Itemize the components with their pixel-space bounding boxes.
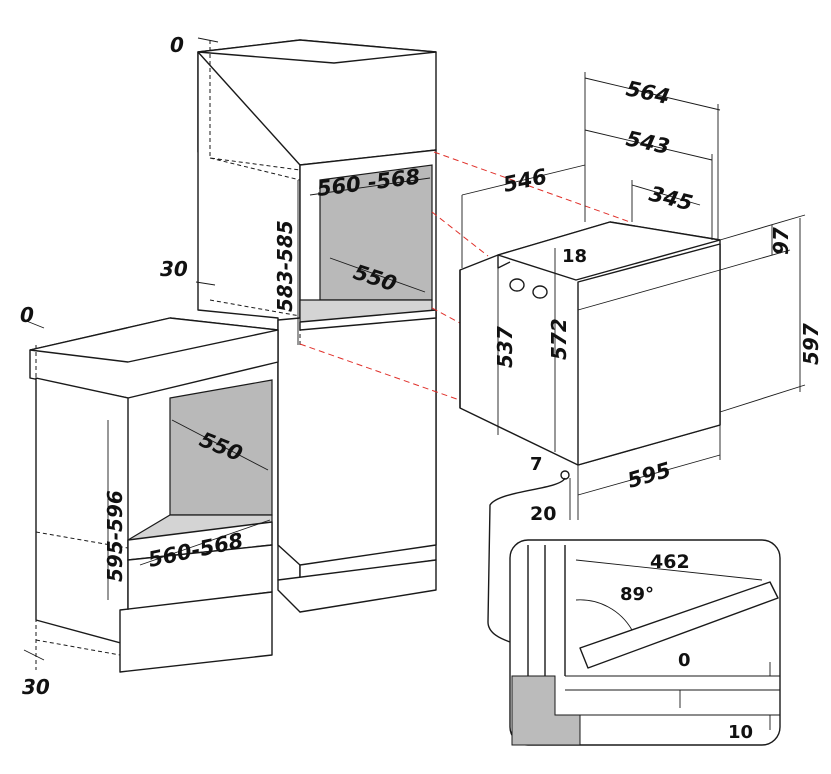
oven-knob-left (509, 278, 525, 292)
tall-column-cabinet (197, 39, 437, 613)
label-oven-543: 543 (624, 126, 672, 159)
label-niche-height: 583-585 (273, 220, 297, 312)
label-under-side-gap: 30 (22, 675, 50, 699)
label-oven-18: 18 (562, 246, 587, 267)
label-oven-597: 597 (799, 323, 823, 365)
label-oven-7: 7 (530, 454, 543, 475)
label-oven-345: 345 (647, 182, 695, 216)
door-detail (487, 477, 781, 746)
under-counter-cabinet (29, 317, 279, 673)
oven-knob-right (532, 285, 548, 299)
label-door-10: 10 (728, 722, 753, 743)
open-door-panel (579, 581, 779, 669)
label-oven-572: 572 (547, 318, 571, 360)
label-under-height: 595-596 (103, 490, 127, 582)
oven-unit (459, 221, 721, 480)
label-oven-537: 537 (493, 326, 517, 368)
label-oven-595: 595 (625, 458, 674, 493)
label-door-angle: 89° (620, 584, 654, 605)
label-oven-564: 564 (624, 76, 672, 109)
label-door-462: 462 (650, 551, 690, 573)
label-door-0: 0 (678, 650, 691, 671)
label-oven-97: 97 (769, 227, 793, 255)
label-oven-20: 20 (530, 503, 556, 525)
label-top-col-offset: 0 (170, 33, 184, 57)
label-col-side-gap: 30 (160, 257, 188, 281)
dimension-lines (23, 37, 806, 661)
label-under-offset: 0 (20, 303, 34, 327)
label-oven-546: 546 (501, 164, 549, 197)
